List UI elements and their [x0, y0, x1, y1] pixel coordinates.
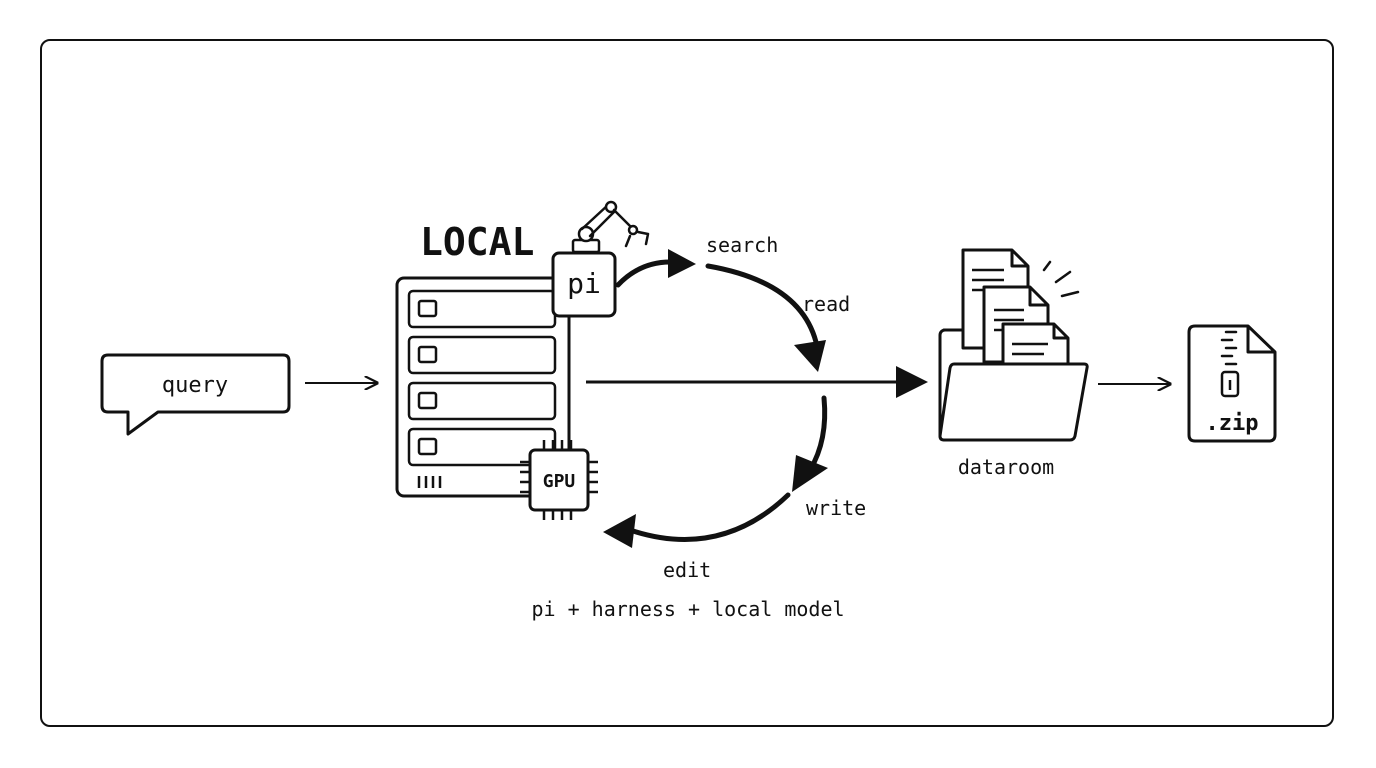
server-rack-icon: [395, 276, 571, 498]
zip-file-icon: [1187, 324, 1277, 443]
query-label: query: [162, 373, 228, 398]
local-title: LOCAL: [420, 220, 534, 264]
pi-label: pi: [567, 267, 601, 300]
search-arrow: [615, 259, 673, 288]
dataroom-folder-icon: [938, 248, 1089, 442]
search-arrowhead: [668, 249, 696, 278]
agent-loop: [615, 259, 828, 542]
harness-caption: pi + harness + local model: [531, 597, 844, 621]
search-label: search: [706, 233, 778, 257]
edit-label: edit: [663, 558, 711, 582]
zip-label: .zip: [1206, 411, 1259, 436]
query-bubble-icon: query: [100, 353, 291, 436]
read-arrow: [705, 263, 819, 345]
read-label: read: [802, 292, 850, 316]
pi-agent-box: pi: [551, 251, 617, 318]
edit-arrow: [627, 492, 791, 542]
write-arrow: [807, 395, 828, 473]
edit-arrowhead: [603, 514, 636, 548]
write-arrowhead: [792, 455, 828, 492]
diagram-frame: [40, 39, 1334, 727]
write-label: write: [806, 496, 866, 520]
gpu-chip-icon: GPU: [520, 440, 598, 520]
read-arrowhead: [794, 340, 826, 372]
dataroom-label: dataroom: [958, 455, 1054, 479]
gpu-label: GPU: [543, 471, 576, 492]
robot-arm-icon: [571, 200, 650, 254]
